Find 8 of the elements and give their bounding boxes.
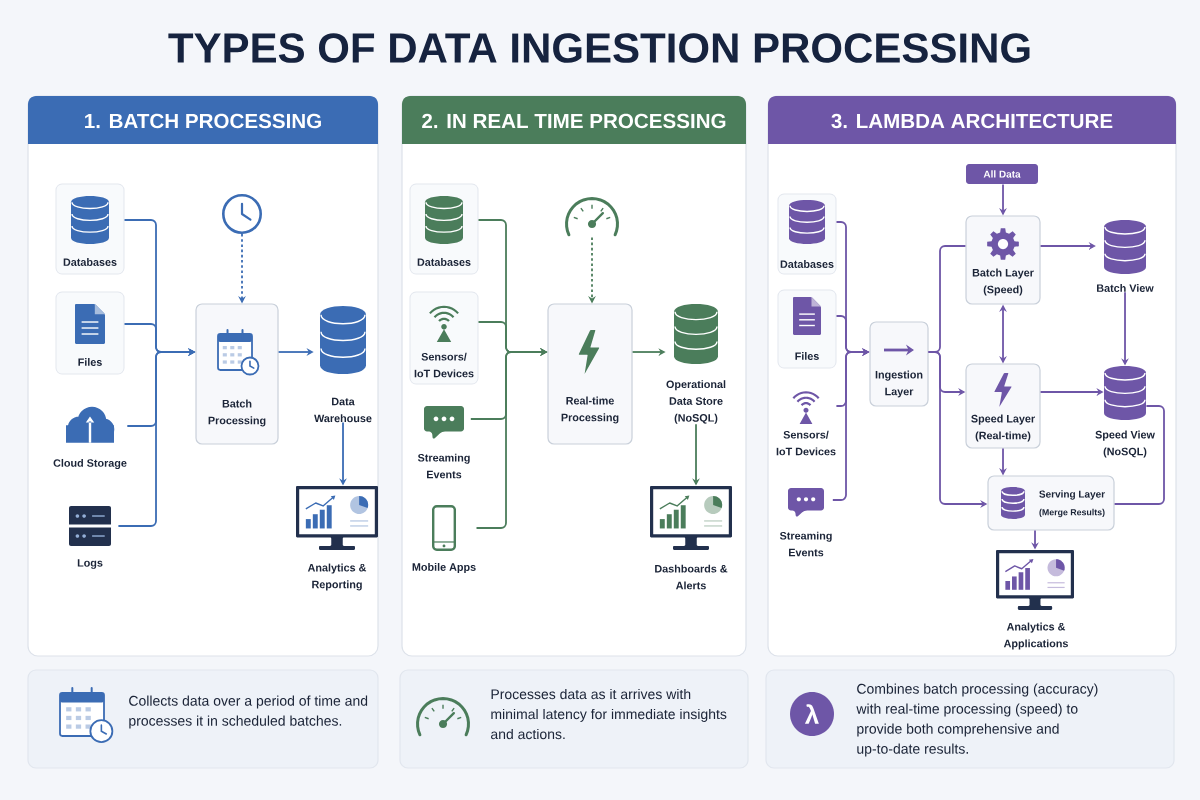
clock-icon [222, 194, 262, 234]
connector-line [1113, 405, 1165, 505]
lambda-badge: λ [790, 692, 834, 736]
gauge-icon [565, 197, 619, 237]
panel-header: 3. LAMBDA ARCHITECTURE [768, 96, 1176, 144]
title: TYPES OF DATA INGESTION PROCESSING [168, 33, 1030, 63]
panel-header: 2. IN REAL TIME PROCESSING [402, 96, 746, 144]
panel-header: 1. BATCH PROCESSING [28, 96, 378, 144]
